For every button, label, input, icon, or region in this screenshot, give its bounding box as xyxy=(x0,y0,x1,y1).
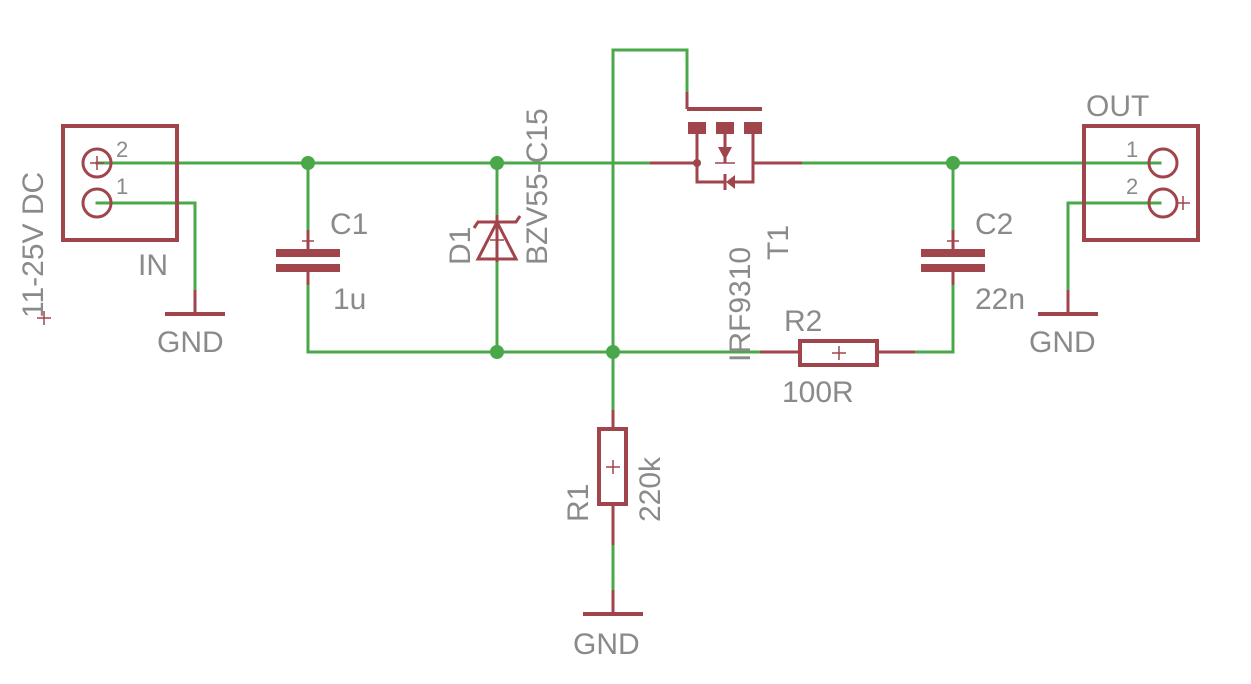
junction-d1-top xyxy=(490,156,504,170)
c2-ref: C2 xyxy=(975,208,1013,241)
capacitor-c2: C2 22n xyxy=(921,208,1025,316)
junction-gate xyxy=(606,345,620,359)
junction-d1-bottom xyxy=(490,345,504,359)
connector-in-name: IN xyxy=(138,249,168,282)
gnd-label-out: GND xyxy=(1029,326,1096,359)
connector-in: 2 1 IN xyxy=(61,124,179,282)
mosfet-t1: T1 IRF9310 xyxy=(650,92,802,362)
gnd-symbol-out: GND xyxy=(1029,290,1098,359)
r2-value: 100R xyxy=(782,376,854,409)
c1-value: 1u xyxy=(333,283,366,316)
gnd-label-r1: GND xyxy=(573,628,640,661)
connector-in-pin1: 1 xyxy=(116,174,128,199)
wire-in-gnd xyxy=(95,201,197,292)
connector-out-name: OUT xyxy=(1086,90,1149,123)
junction-c1-top xyxy=(301,156,315,170)
connector-out-pin1: 1 xyxy=(1126,137,1138,162)
r1-value: 220k xyxy=(634,456,667,522)
connector-out: 1 2 OUT xyxy=(1082,90,1200,242)
gnd-symbol-r1: GND xyxy=(573,590,643,661)
c1-ref: C1 xyxy=(330,208,368,241)
gnd-label-in: GND xyxy=(157,326,224,359)
wires xyxy=(95,48,1162,592)
r2-ref: R2 xyxy=(784,305,822,338)
t1-value: IRF9310 xyxy=(724,247,757,362)
r1-ref: R1 xyxy=(562,484,595,522)
t1-ref: T1 xyxy=(762,225,795,260)
d1-value: BZV55-C15 xyxy=(521,108,554,265)
wire-r2-c2 xyxy=(913,283,955,354)
wire-gate xyxy=(611,48,689,354)
d1-ref: D1 xyxy=(444,227,477,265)
connector-out-pin2: 2 xyxy=(1126,174,1138,199)
junction-c2-top xyxy=(946,156,960,170)
input-voltage-origin xyxy=(37,311,51,325)
wire-out-gnd xyxy=(1066,201,1162,292)
input-voltage-label: 11-25V DC xyxy=(17,172,50,318)
capacitor-c1: C1 1u xyxy=(276,208,368,316)
zener-diode-d1: D1 BZV55-C15 xyxy=(444,108,554,265)
gnd-symbol-in: GND xyxy=(157,290,225,359)
c2-value: 22n xyxy=(975,283,1025,316)
junctions xyxy=(301,156,960,359)
resistor-r2: R2 100R xyxy=(760,305,915,409)
connector-in-pin2: 2 xyxy=(116,137,128,162)
resistor-r1: R1 220k xyxy=(562,410,667,545)
